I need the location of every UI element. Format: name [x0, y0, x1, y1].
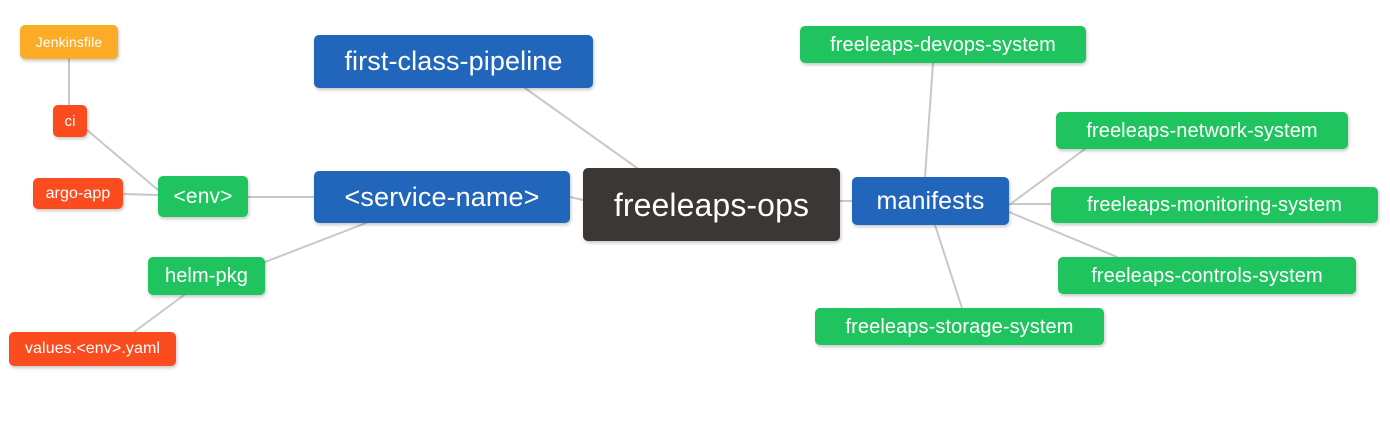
- mindmap-node-label: Jenkinsfile: [35, 34, 103, 50]
- mindmap-node-freeleaps-storage-system[interactable]: freeleaps-storage-system: [815, 308, 1104, 345]
- mindmap-node-freeleaps-devops-system[interactable]: freeleaps-devops-system: [800, 26, 1086, 63]
- mindmap-node-ci[interactable]: ci: [53, 105, 87, 137]
- mindmap-node-label: <env>: [173, 185, 233, 208]
- mindmap-node-first-class-pipeline[interactable]: first-class-pipeline: [314, 35, 593, 88]
- mindmap-node-label: freeleaps-monitoring-system: [1086, 194, 1342, 216]
- edge-manifests-to-freeleaps-storage-system: [934, 224, 963, 309]
- mindmap-node-label: argo-app: [45, 184, 111, 202]
- edge-manifests-to-freeleaps-devops-system: [924, 62, 934, 178]
- mindmap-node-label: values.<env>.yaml: [24, 340, 161, 357]
- mindmap-node-label: freeleaps-network-system: [1086, 119, 1318, 142]
- mindmap-node-freeleaps-network-system[interactable]: freeleaps-network-system: [1056, 112, 1348, 149]
- mindmap-node-values-yaml[interactable]: values.<env>.yaml: [9, 332, 176, 366]
- mindmap-node-manifests[interactable]: manifests: [852, 177, 1009, 225]
- mindmap-node-env[interactable]: <env>: [158, 176, 248, 217]
- edge-env-to-argo-app: [122, 193, 159, 196]
- mindmap-node-label: manifests: [876, 186, 985, 215]
- edge-service-name-to-helm-pkg: [264, 222, 367, 263]
- mindmap-node-label: freeleaps-devops-system: [830, 33, 1056, 56]
- edge-helm-pkg-to-values-yaml: [133, 294, 185, 333]
- mindmap-node-label: first-class-pipeline: [344, 46, 563, 76]
- edge-freeleaps-ops-to-service-name: [569, 196, 584, 201]
- mindmap-node-freeleaps-controls-system[interactable]: freeleaps-controls-system: [1058, 257, 1356, 294]
- mindmap-node-label: freeleaps-storage-system: [845, 315, 1074, 338]
- mindmap-node-service-name[interactable]: <service-name>: [314, 171, 570, 223]
- mindmap-node-freeleaps-ops[interactable]: freeleaps-ops: [583, 168, 840, 241]
- mindmap-node-label: helm-pkg: [164, 265, 249, 287]
- edge-freeleaps-ops-to-first-class-pipeline: [524, 87, 638, 169]
- mindmap-node-label: ci: [64, 112, 76, 130]
- mindmap-node-jenkinsfile[interactable]: Jenkinsfile: [20, 25, 118, 59]
- mindmap-node-label: freeleaps-controls-system: [1091, 264, 1323, 287]
- mindmap-node-label: <service-name>: [344, 181, 540, 212]
- mindmap-node-freeleaps-monitoring-system[interactable]: freeleaps-monitoring-system: [1051, 187, 1378, 223]
- mindmap-node-argo-app[interactable]: argo-app: [33, 178, 123, 209]
- mindmap-node-label: freeleaps-ops: [613, 186, 810, 223]
- mindmap-node-helm-pkg[interactable]: helm-pkg: [148, 257, 265, 295]
